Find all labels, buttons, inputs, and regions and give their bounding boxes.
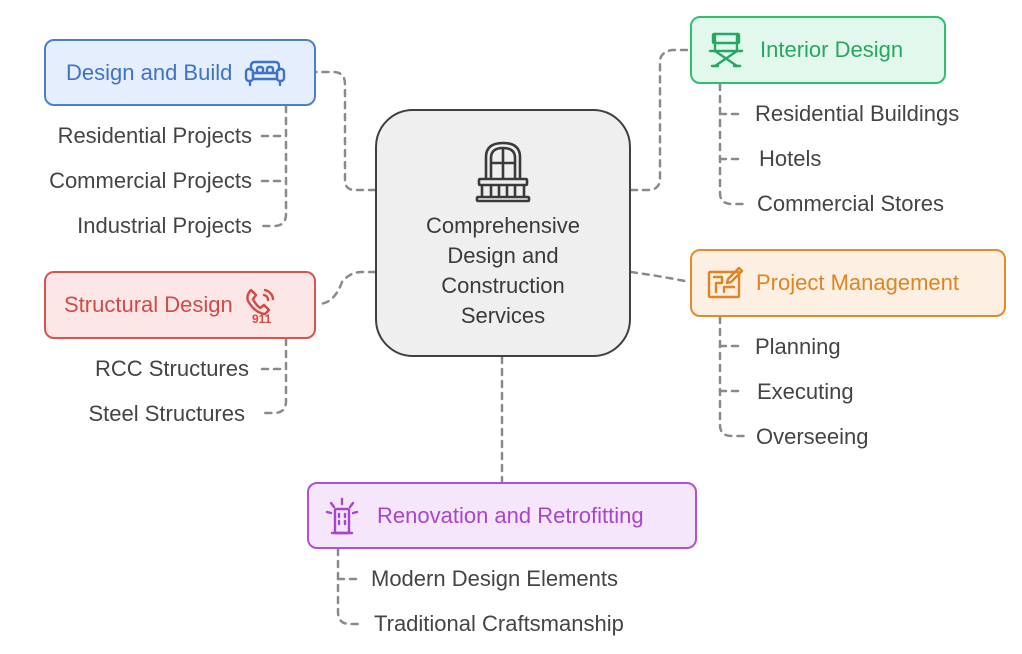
connector-structural [316, 270, 377, 306]
node-label: Interior Design [760, 37, 904, 62]
list-item: Industrial Projects [77, 213, 252, 238]
center-node: Comprehensive Design and Construction Se… [375, 109, 631, 357]
node-project-management: Project Management [690, 249, 1006, 317]
center-title-line: Construction [441, 273, 565, 298]
list-item: Modern Design Elements [371, 566, 619, 591]
balcony-window-icon [475, 141, 531, 203]
connector-design-build [314, 70, 377, 192]
connector-id-items [718, 82, 746, 206]
center-title: Comprehensive Design and Construction Se… [393, 211, 613, 331]
connector-pm-items [718, 315, 746, 438]
list-item: Executing [757, 379, 854, 404]
node-structural-design: Structural Design 911 [44, 271, 316, 339]
list-item: Residential Buildings [755, 101, 960, 126]
list-item: Planning [755, 334, 841, 359]
list-item: Steel Structures [88, 401, 245, 426]
list-item: Commercial Projects [49, 168, 252, 193]
node-label: Design and Build [66, 59, 233, 85]
lit-building-icon [325, 497, 359, 534]
connector-interior [629, 48, 692, 192]
connector-rr-items [336, 547, 364, 626]
list-item: Commercial Stores [757, 191, 945, 216]
connector-project-mgmt [629, 270, 692, 284]
list-item: Hotels [759, 146, 822, 171]
node-interior-design: Interior Design [690, 16, 946, 84]
center-title-line: Services [460, 303, 546, 328]
node-label: Structural Design [64, 292, 233, 317]
sofa-icon [245, 60, 286, 86]
list-item: Residential Projects [57, 123, 252, 148]
directors-chair-icon [708, 32, 744, 68]
node-label: Project Management [756, 270, 959, 295]
blueprint-pencil-icon [707, 266, 744, 299]
center-title-line: Comprehensive [425, 213, 581, 238]
list-item: Traditional Craftsmanship [374, 611, 624, 636]
list-item: RCC Structures [94, 356, 249, 381]
node-label: Renovation and Retrofitting [377, 502, 644, 528]
phone-911-icon: 911 [245, 288, 274, 324]
node-design-build: Design and Build [44, 39, 316, 106]
svg-text:911: 911 [252, 312, 272, 324]
center-title-line: Design and [447, 243, 559, 268]
connector-sd-items [260, 337, 288, 415]
node-renovation: Renovation and Retrofitting [307, 482, 697, 549]
list-item: Overseeing [756, 424, 869, 449]
connector-db-items [260, 104, 288, 228]
